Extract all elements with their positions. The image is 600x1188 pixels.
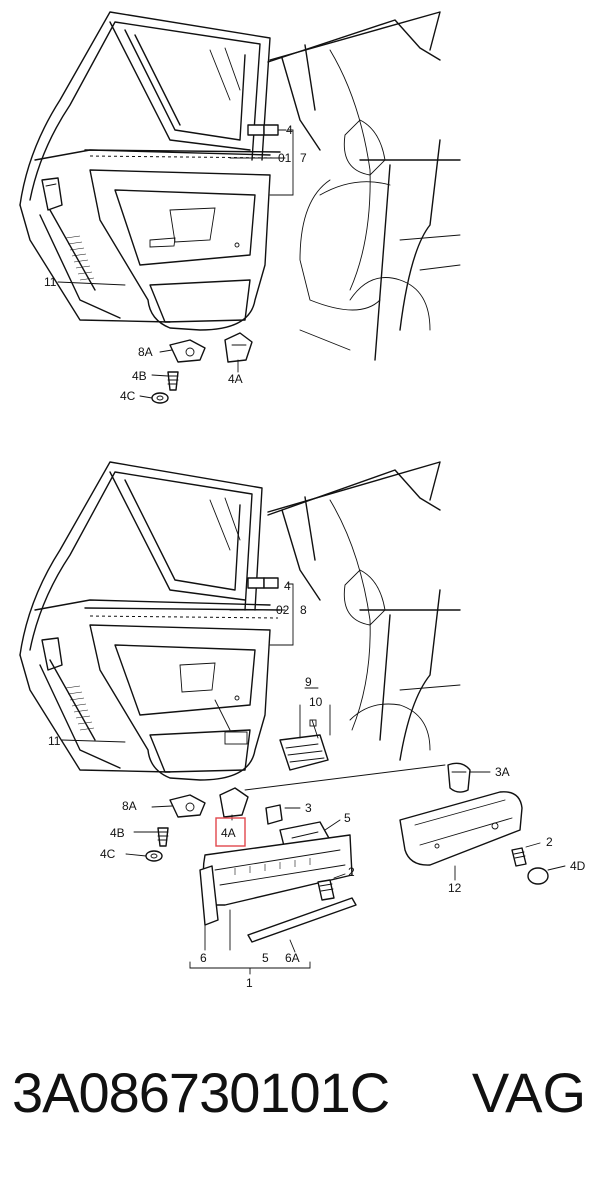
label-6A: 6A: [285, 951, 300, 965]
part-number: 3A086730101C: [12, 1061, 390, 1124]
highlight-box-4A: [215, 817, 246, 847]
label-4C: 4C: [100, 847, 116, 861]
lower-door-illustration: [19, 461, 566, 975]
label-5-bottom: 5: [262, 951, 269, 965]
label-3: 3: [305, 801, 312, 815]
footer: 3A086730101C VAG: [0, 1060, 600, 1150]
label-2-left: 2: [348, 865, 355, 879]
label-6: 6: [200, 951, 207, 965]
label-4D: 4D: [570, 859, 586, 873]
label-4C: 4C: [120, 389, 136, 403]
label-4B: 4B: [110, 826, 125, 840]
upper-labels: 4 01 7 11 8A 4B 4C 4A: [44, 123, 307, 403]
label-2-right: 2: [546, 835, 553, 849]
label-02: 02: [276, 603, 290, 617]
label-9: 9: [305, 675, 312, 689]
label-5: 5: [344, 811, 351, 825]
label-1: 1: [246, 976, 253, 990]
label-3A: 3A: [495, 765, 510, 779]
upper-door-illustration: [19, 11, 461, 404]
label-4: 4: [284, 579, 291, 593]
label-11: 11: [48, 734, 61, 748]
lower-labels: 4 02 8 9 10 11 3A 8A 4B 4C 4A 3 5 2 2 4D…: [48, 579, 586, 990]
label-7: 7: [300, 151, 307, 165]
label-4B: 4B: [132, 369, 147, 383]
label-8: 8: [300, 603, 307, 617]
label-8A: 8A: [138, 345, 153, 359]
label-4A-highlighted: 4A: [221, 826, 236, 840]
label-4: 4: [286, 123, 293, 137]
label-11: 11: [44, 275, 57, 289]
label-01: 01: [278, 151, 292, 165]
brand-name: VAG: [471, 1061, 586, 1124]
label-10: 10: [309, 695, 323, 709]
label-12: 12: [448, 881, 462, 895]
label-4A: 4A: [228, 372, 243, 386]
label-8A: 8A: [122, 799, 137, 813]
